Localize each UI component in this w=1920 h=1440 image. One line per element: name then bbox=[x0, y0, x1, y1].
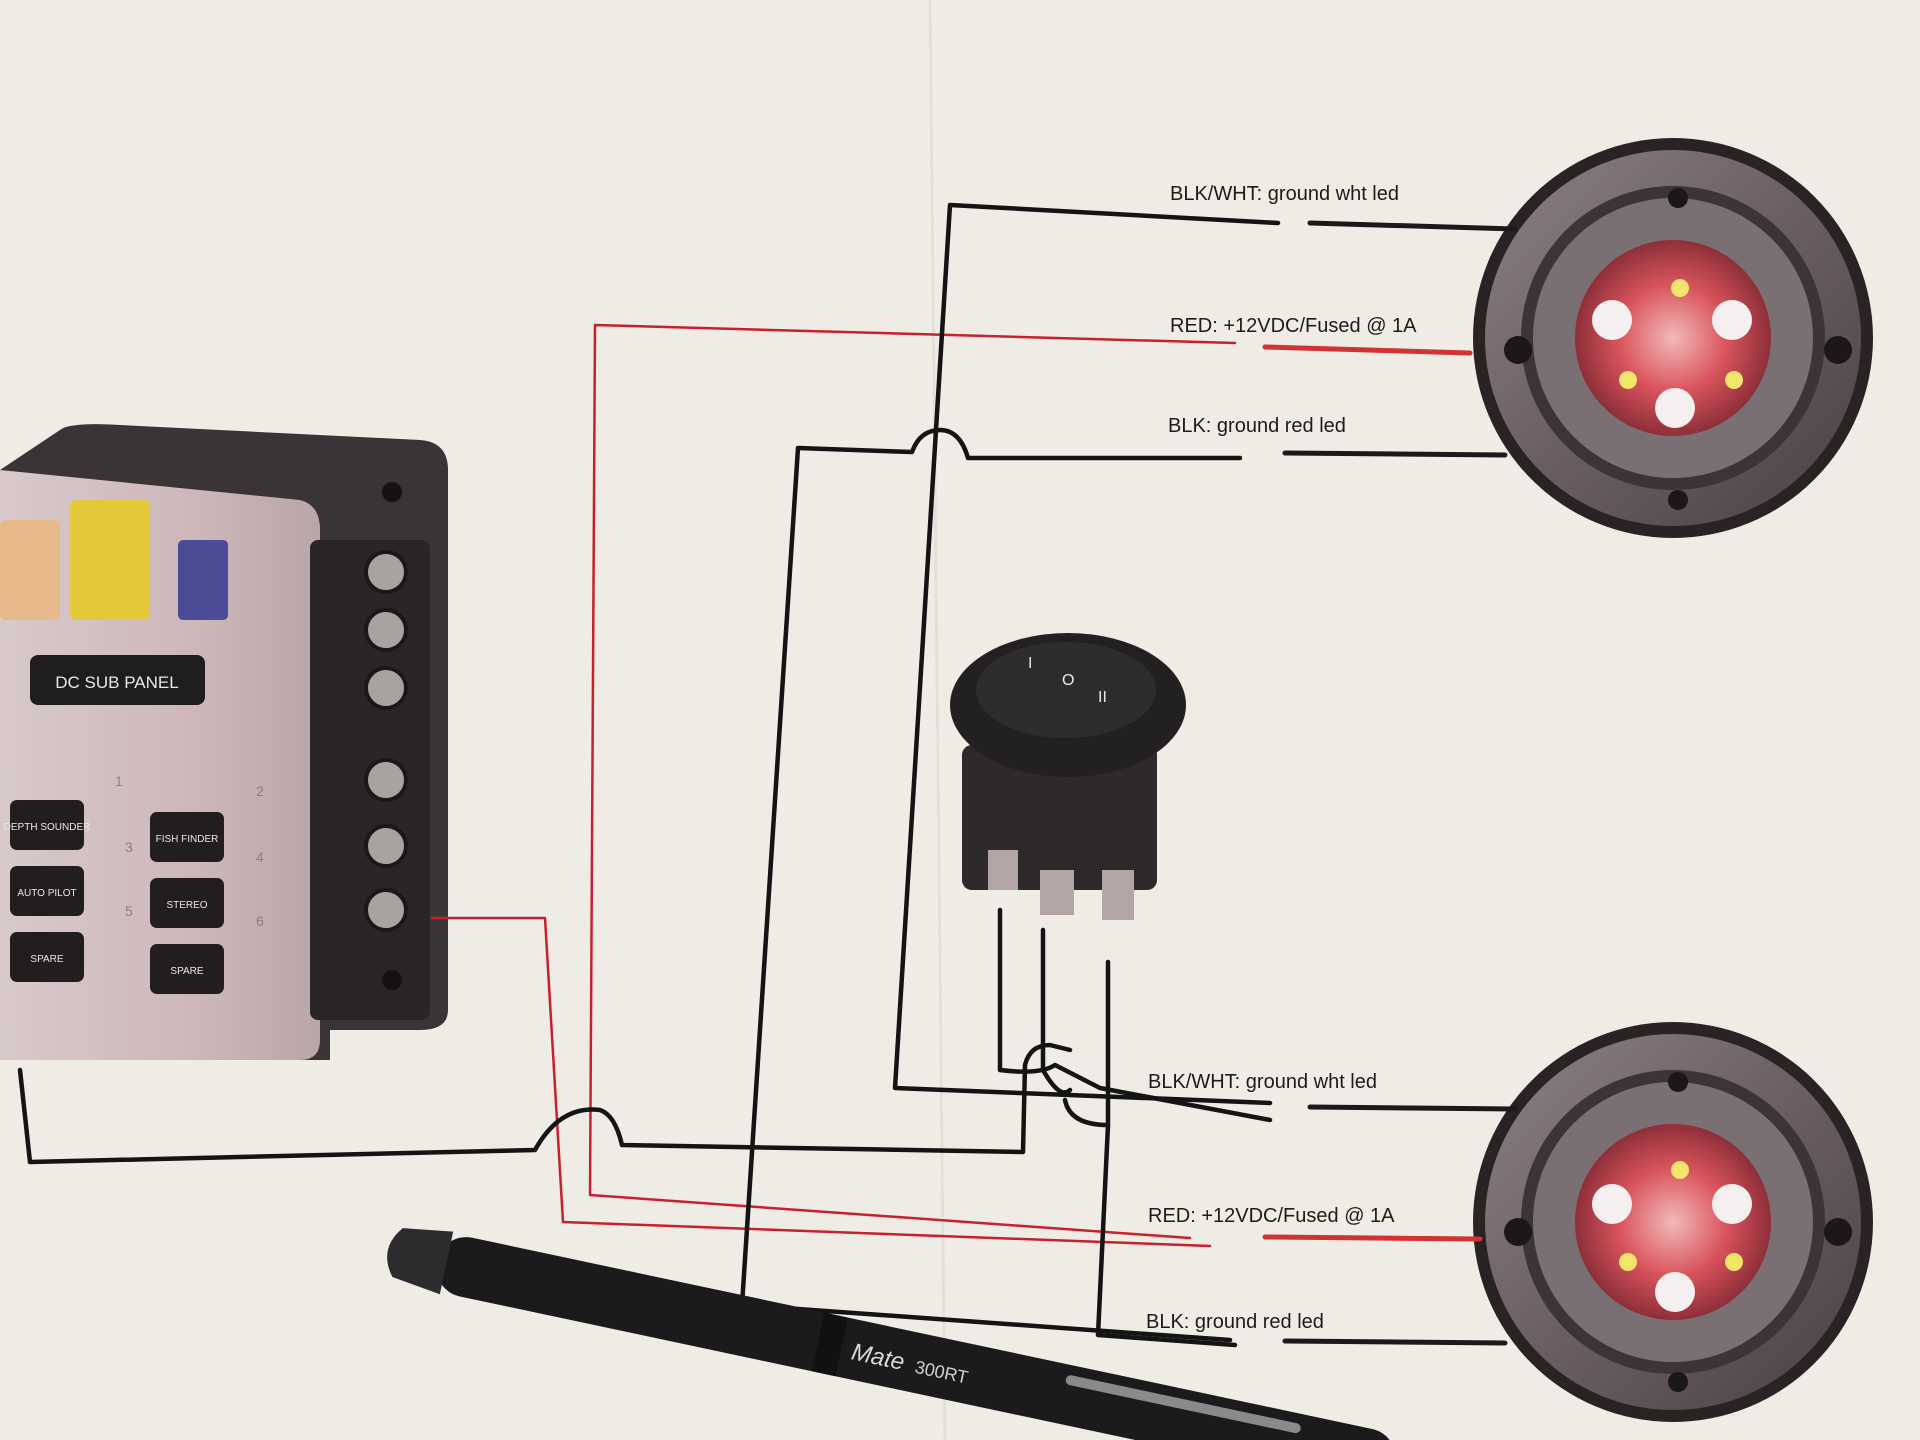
switch-terminal-1-wire bbox=[997, 907, 1273, 1123]
yellow-led-icon bbox=[1619, 279, 1743, 389]
yellow-led-icon bbox=[1619, 1161, 1743, 1271]
black-ground-return bbox=[17, 1042, 1073, 1165]
switch-terminal-3-wire bbox=[1062, 959, 1238, 1348]
circuit-number: 2 bbox=[256, 783, 264, 799]
panel-title: DC SUB PANEL bbox=[55, 673, 178, 692]
switch-terminal-icon bbox=[988, 850, 1018, 890]
screw-icon bbox=[1824, 336, 1852, 364]
wire-label: BLK/WHT: ground wht led bbox=[1148, 1071, 1377, 1093]
panel-title-plate bbox=[30, 655, 205, 705]
wire-label: RED: +12VDC/Fused @ 1A bbox=[1148, 1205, 1395, 1227]
led-light-top bbox=[1473, 138, 1873, 538]
circuit-label: DEPTH SOUNDER bbox=[4, 822, 91, 833]
switch-terminal-icon bbox=[1040, 870, 1074, 915]
switch-terminal-icon bbox=[1102, 870, 1134, 920]
black-wire-red-ground bbox=[739, 427, 1243, 1343]
lead-wire-black-white bbox=[1307, 220, 1518, 232]
paper-fold bbox=[928, 0, 947, 1440]
yellow-fuse-icon bbox=[70, 500, 150, 620]
switch-terminal-2-wire bbox=[1040, 927, 1073, 1095]
circuit-number: 5 bbox=[125, 903, 133, 919]
pen: Mate 300RT bbox=[387, 1228, 1396, 1440]
white-led-icon bbox=[1592, 300, 1752, 428]
switch-position-label: II bbox=[1098, 689, 1107, 706]
circuit-number: 3 bbox=[125, 839, 133, 855]
circuit-labels: DEPTH SOUNDER FISH FINDER AUTO PILOT STE… bbox=[4, 800, 224, 994]
switch-position-label: I bbox=[1028, 655, 1032, 672]
black-wire-white-ground bbox=[892, 202, 1281, 1106]
hand-drawn-red-wires bbox=[430, 323, 1237, 1248]
red-wire-from-panel bbox=[430, 916, 1212, 1248]
rocker-switch: I O II bbox=[950, 633, 1186, 920]
orange-fuse-icon bbox=[0, 520, 60, 620]
white-led-icon bbox=[1592, 1184, 1752, 1312]
screw-icon bbox=[1504, 1218, 1532, 1246]
screw-icon bbox=[1668, 490, 1688, 510]
blue-fuse-icon bbox=[178, 540, 228, 620]
screw-icon bbox=[1668, 188, 1688, 208]
red-wire-to-top-light bbox=[588, 323, 1237, 1240]
led-light-bottom bbox=[1473, 1022, 1873, 1422]
circuit-number: 6 bbox=[256, 913, 264, 929]
circuit-label: STEREO bbox=[166, 900, 207, 911]
lead-wire-red bbox=[1262, 344, 1473, 356]
hand-drawn-black-wires bbox=[17, 202, 1281, 1348]
printed-lead-wires bbox=[1262, 220, 1518, 1346]
screw-icon bbox=[1824, 1218, 1852, 1246]
wire-label: BLK/WHT: ground wht led bbox=[1170, 183, 1399, 205]
circuit-number: 1 bbox=[115, 773, 123, 789]
screw-icon bbox=[1668, 1072, 1688, 1092]
mount-hole-icon bbox=[382, 482, 402, 502]
wire-label: BLK: ground red led bbox=[1146, 1311, 1324, 1333]
screw-icon bbox=[1668, 1372, 1688, 1392]
dc-sub-panel: DC SUB PANEL DEPTH SOUNDER FISH FINDER A… bbox=[0, 424, 448, 1060]
screw-icon bbox=[1504, 336, 1532, 364]
circuit-label: SPARE bbox=[170, 966, 203, 977]
lead-wire-black-white bbox=[1307, 1104, 1518, 1112]
wire-labels: BLK/WHT: ground wht led RED: +12VDC/Fuse… bbox=[1146, 183, 1417, 1333]
circuit-label: FISH FINDER bbox=[156, 834, 219, 845]
circuit-label: SPARE bbox=[30, 954, 63, 965]
wire-label: BLK: ground red led bbox=[1168, 415, 1346, 437]
mount-hole-icon bbox=[382, 970, 402, 990]
switch-position-label: O bbox=[1062, 672, 1074, 689]
terminal-screws bbox=[364, 550, 408, 932]
lead-wire-red bbox=[1262, 1234, 1483, 1242]
circuit-number: 4 bbox=[256, 849, 264, 865]
lead-wire-black bbox=[1282, 1338, 1508, 1346]
lead-wire-black bbox=[1282, 450, 1508, 458]
wire-label: RED: +12VDC/Fused @ 1A bbox=[1170, 315, 1417, 337]
circuit-label: AUTO PILOT bbox=[17, 888, 76, 899]
